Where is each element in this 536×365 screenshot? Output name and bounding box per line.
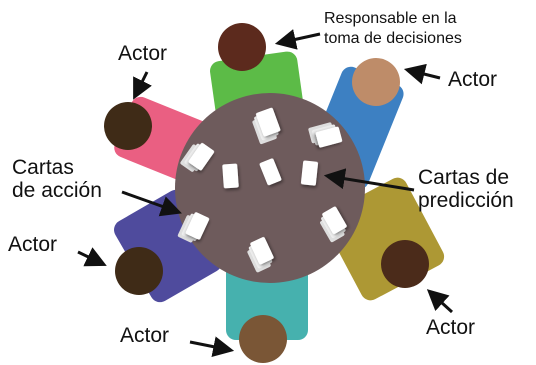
actor-top-right-head	[352, 58, 400, 106]
arrow-actor-top-left	[133, 71, 152, 100]
arrow-action-cards	[121, 190, 182, 217]
actor-label-left: Actor	[8, 233, 58, 256]
prediction-card	[222, 163, 239, 189]
cards	[177, 107, 347, 273]
arrow-prediction-cards	[323, 168, 415, 192]
action-card-stack	[252, 107, 281, 145]
arrow-actor-bottom	[189, 336, 235, 358]
action-card-stack	[180, 143, 215, 172]
arrow-actor-top-right	[403, 63, 441, 85]
arrow-actor-left	[77, 247, 107, 267]
actor-right-head	[381, 240, 429, 288]
actor-left-head	[115, 247, 163, 295]
action-card-stack	[308, 122, 343, 148]
action-card-stack	[320, 206, 347, 243]
prediction-card	[259, 158, 282, 186]
participant-heads	[104, 23, 429, 363]
decision-maker-label: Responsable en la toma de decisiones	[324, 10, 462, 47]
actor-label-right: Actor	[426, 316, 476, 339]
action-card-stack	[177, 212, 210, 243]
arrow-decision-maker	[274, 29, 321, 50]
action-cards-label: Cartas de acción	[12, 156, 102, 203]
actor-label-top-left: Actor	[118, 42, 168, 65]
actor-label-bottom: Actor	[120, 324, 170, 347]
arrows	[77, 29, 454, 358]
actor-top-left-head	[104, 102, 152, 150]
prediction-cards-label: Cartas de predicción	[418, 166, 514, 213]
decision-maker-head	[218, 23, 266, 71]
action-card-stack	[247, 237, 274, 273]
arrow-actor-right	[426, 289, 454, 314]
actor-bottom-head	[239, 315, 287, 363]
prediction-card	[300, 160, 319, 186]
actor-label-top-right: Actor	[448, 68, 498, 91]
